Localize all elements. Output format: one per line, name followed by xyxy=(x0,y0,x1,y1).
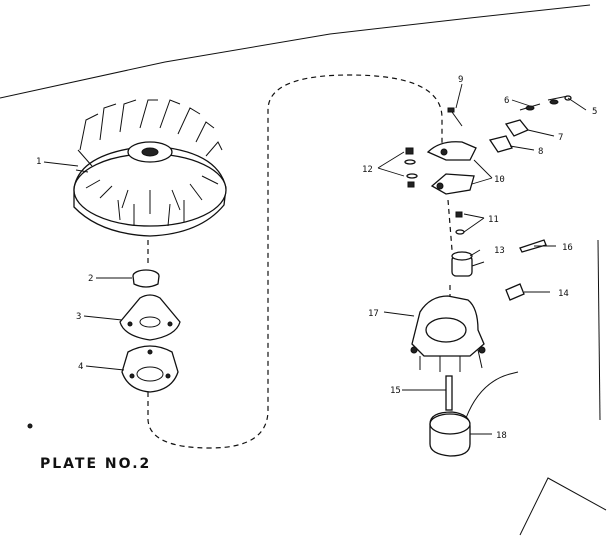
breaker-arm-part xyxy=(426,141,477,195)
callout-9: 9 xyxy=(458,75,463,85)
block-part-14 xyxy=(505,283,525,301)
shaft-part-15 xyxy=(445,375,453,411)
callout-6: 6 xyxy=(504,96,509,106)
callout-1: 1 xyxy=(36,157,41,167)
leader-lines xyxy=(43,83,587,435)
screw-part-11 xyxy=(455,211,465,235)
callout-13: 13 xyxy=(494,246,505,256)
callout-14: 14 xyxy=(558,289,569,299)
hub-cap-part xyxy=(132,269,160,288)
screw-washer-part-12 xyxy=(404,147,418,188)
paper-corner-line xyxy=(519,477,607,536)
mounting-plate-part xyxy=(119,294,181,341)
screw-part-9 xyxy=(447,107,463,127)
paper-right-edge xyxy=(597,239,601,421)
flywheel-part xyxy=(73,99,227,237)
condenser-part-13 xyxy=(451,251,485,277)
callout-8: 8 xyxy=(538,147,543,157)
callout-3: 3 xyxy=(76,312,81,322)
shaft-dashed-line xyxy=(447,199,453,300)
assembly-dashed-loop xyxy=(147,74,443,449)
callout-5: 5 xyxy=(592,107,597,117)
callout-4: 4 xyxy=(78,362,83,372)
callout-15: 15 xyxy=(390,386,401,396)
callout-11: 11 xyxy=(488,215,499,225)
stator-base-part-17 xyxy=(410,295,486,372)
callout-17: 17 xyxy=(368,309,379,319)
callout-10: 10 xyxy=(494,175,505,185)
callout-16: 16 xyxy=(562,243,573,253)
paper-edge-line xyxy=(0,4,591,99)
callout-12: 12 xyxy=(362,165,373,175)
callout-7: 7 xyxy=(558,133,563,143)
nut-washer-part-5-6 xyxy=(519,95,572,111)
stray-dot xyxy=(27,423,33,429)
gasket-part xyxy=(121,345,179,393)
plate-title: PLATE NO.2 xyxy=(40,456,151,472)
coil-part-18 xyxy=(429,371,519,457)
bracket-part-8 xyxy=(488,135,513,153)
callout-18: 18 xyxy=(496,431,507,441)
clip-part-7 xyxy=(504,119,530,137)
callout-2: 2 xyxy=(88,274,93,284)
pin-part-16 xyxy=(519,239,547,253)
